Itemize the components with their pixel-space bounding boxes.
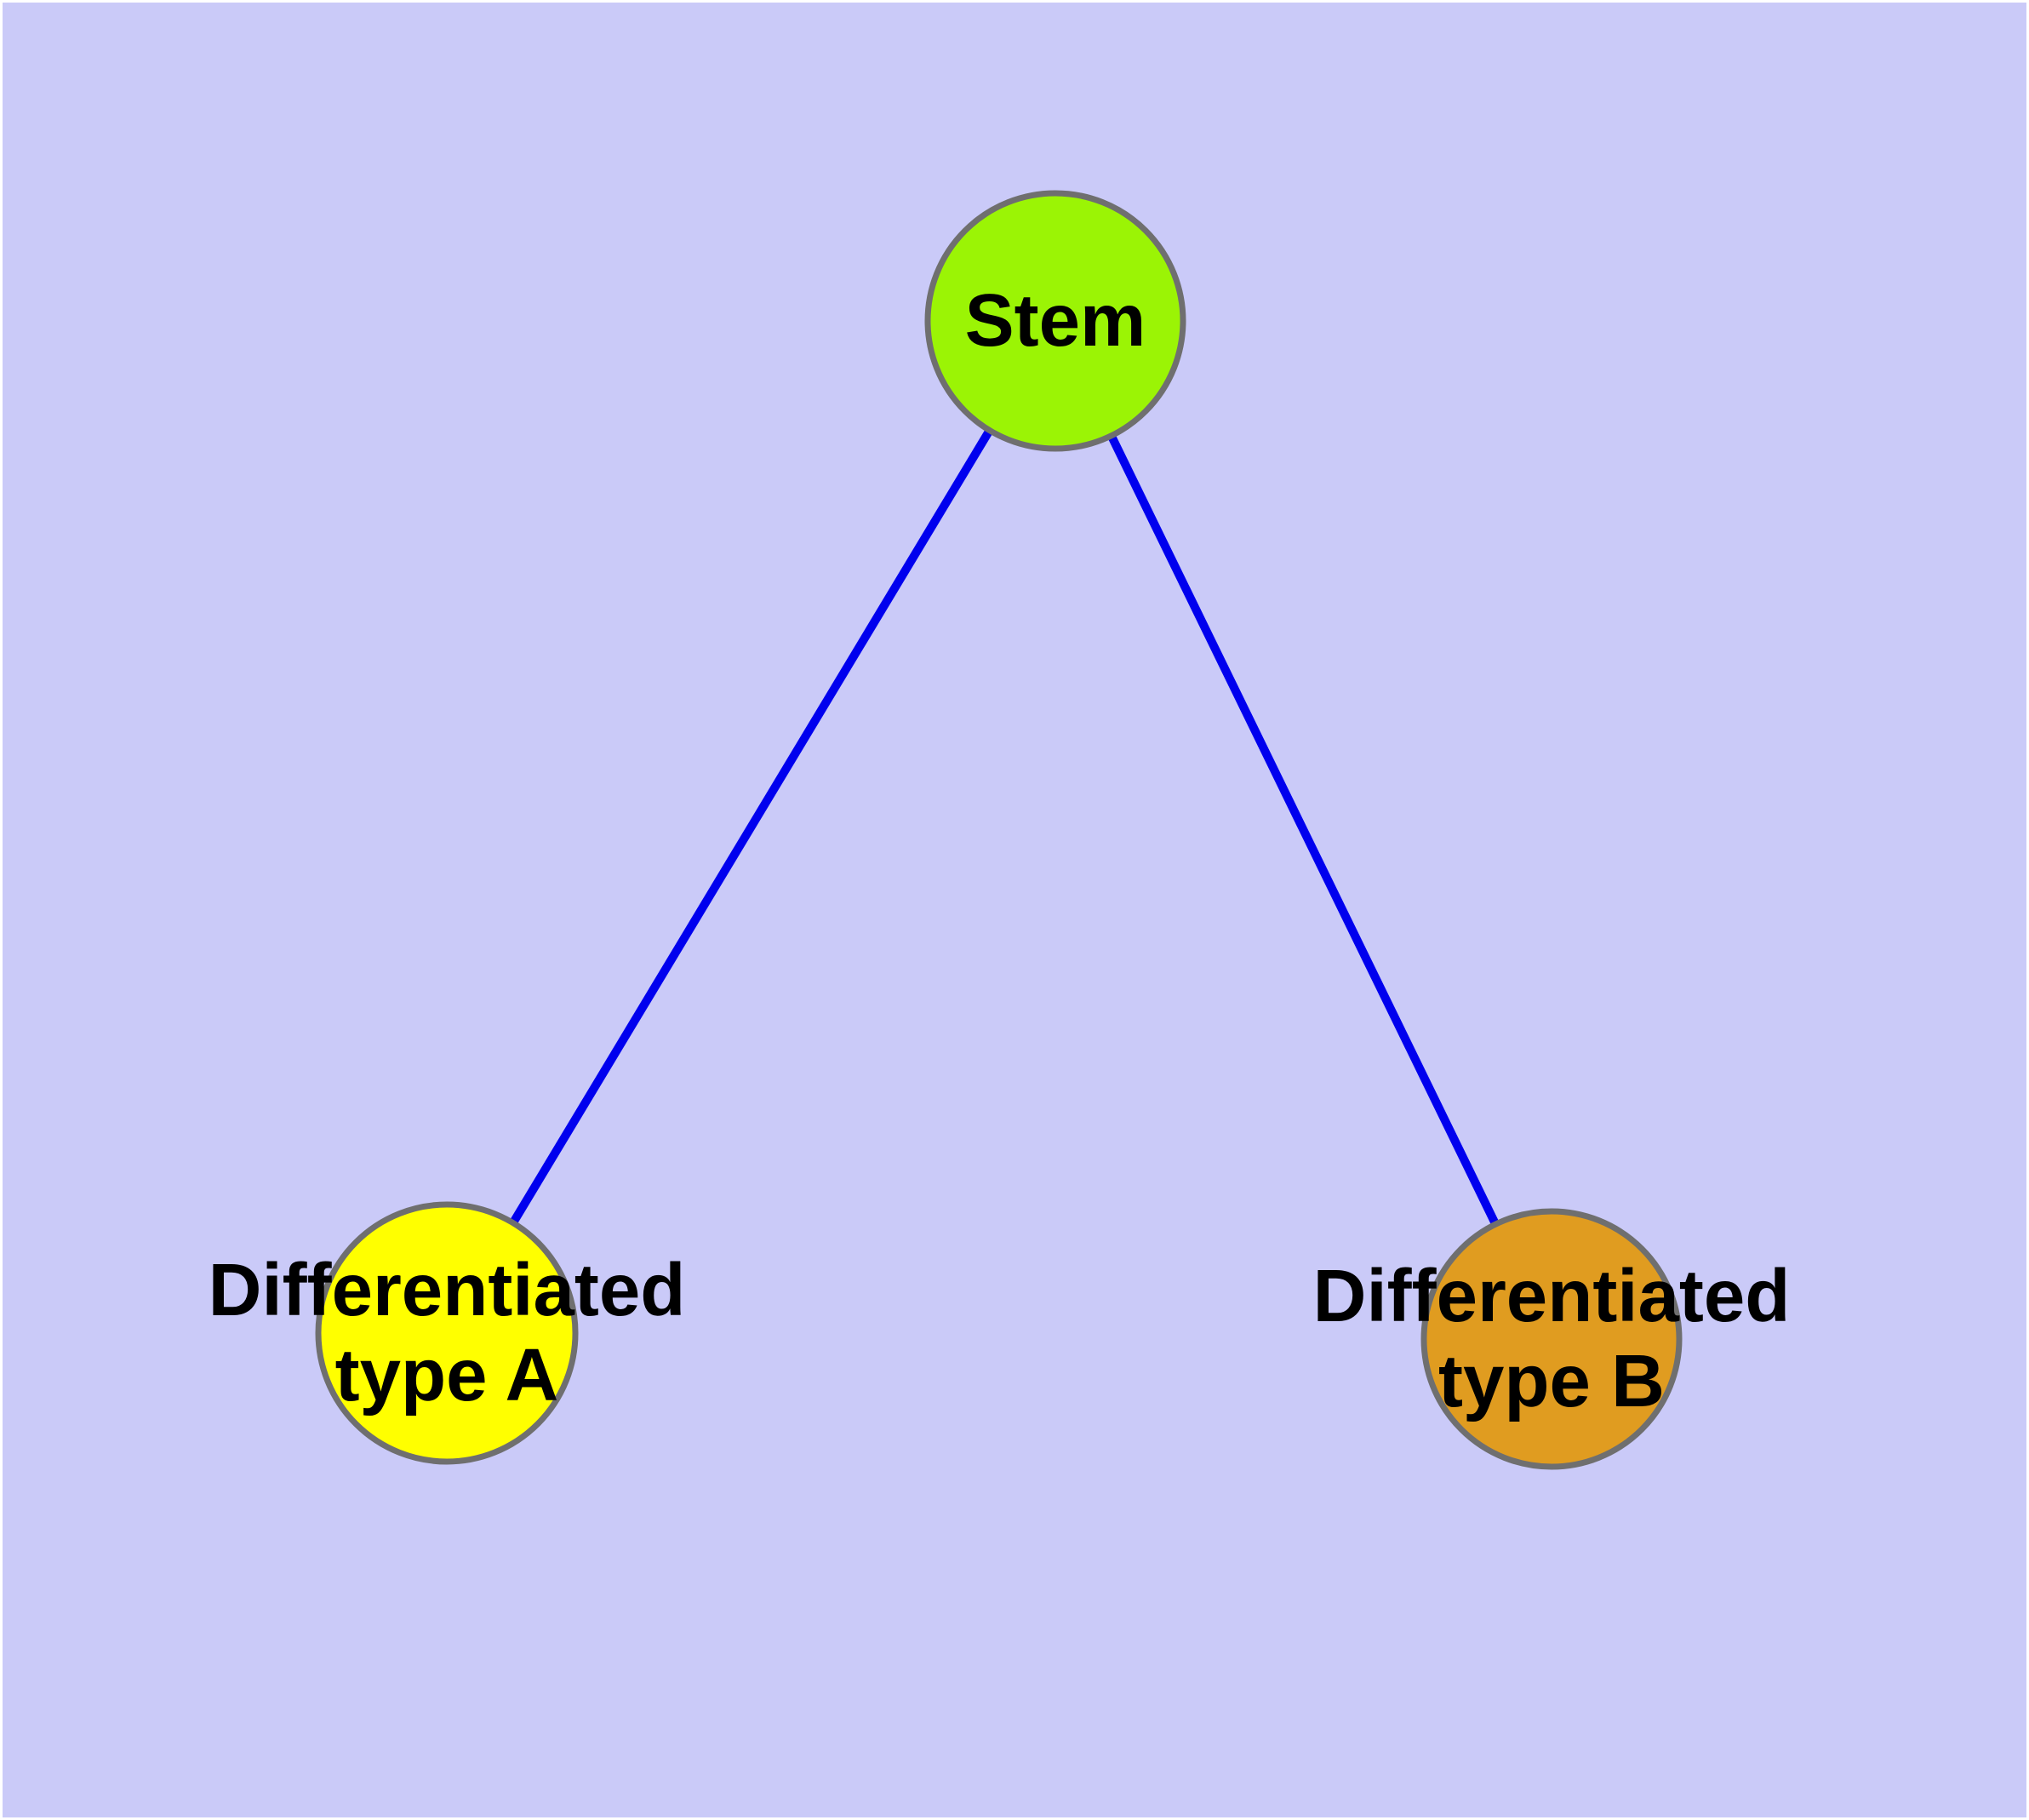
node-type-a-label: Differentiated type A	[208, 1248, 686, 1417]
graph-svg	[315, 190, 1683, 1470]
node-stem-circle	[924, 190, 1186, 452]
edge-stem-to-typeB	[1107, 433, 1500, 1227]
edge-stem-to-typeA	[509, 427, 993, 1226]
node-typeA-circle	[315, 1201, 579, 1465]
node-stem-label: Stem	[964, 278, 1146, 362]
node-type-b-label: Differentiated type B	[1312, 1254, 1791, 1422]
graph-canvas: Stem Differentiated type A Differentiate…	[3, 3, 2026, 1817]
node-typeB-circle	[1420, 1208, 1683, 1470]
